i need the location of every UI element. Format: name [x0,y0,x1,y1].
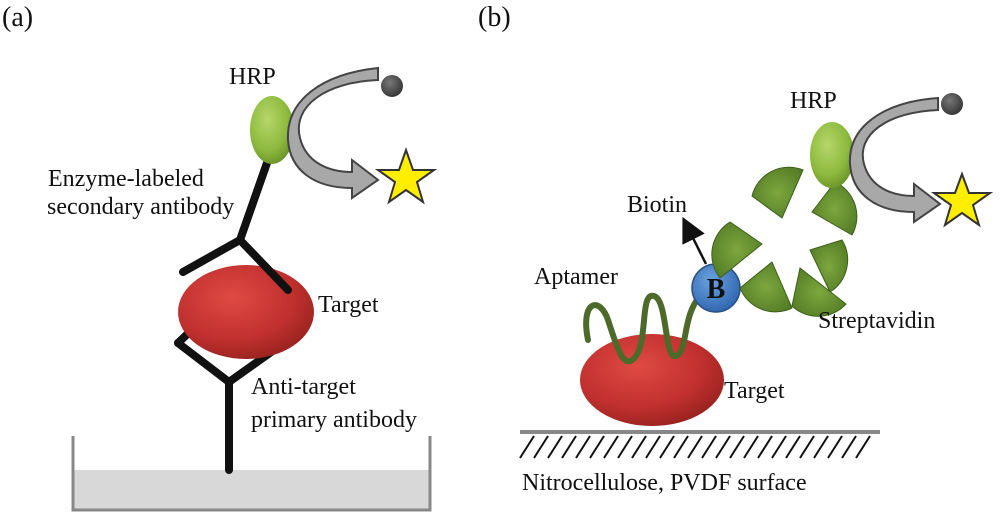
streptavidin-label: Streptavidin [818,308,935,334]
primary-antibody-label-line1: Anti-target [251,374,356,400]
hatch-mark [757,435,773,459]
streptavidin-subunit-top-right [811,181,858,236]
hatch-mark [855,435,871,459]
product-star-a [374,146,438,205]
panel-b-label: (b) [478,2,511,33]
streptavidin-tetramer [711,166,858,317]
hatch-mark [603,435,619,459]
biotin-pointer-arrow [682,216,708,265]
microplate-well [71,436,432,512]
hatch-mark [561,435,577,459]
hatch-mark [785,435,801,459]
well-fill [73,470,430,510]
hatch-mark [771,435,787,459]
target-ellipse-a [178,265,314,359]
streptavidin-subunit-top-left [751,166,804,219]
hatch-mark [519,435,535,459]
hatch-mark [631,435,647,459]
hatch-mark [743,435,759,459]
hatch-mark [617,435,633,459]
hrp-enzyme-a [250,96,294,164]
hatch-mark [827,435,843,459]
secondary-antibody-stem [236,156,272,244]
surface-label: Nitrocellulose, PVDF surface [522,470,807,496]
target-ellipse-b [580,334,724,426]
biotin-label: Biotin [627,192,687,218]
biotin-symbol: B [707,274,726,305]
hatch-mark [687,435,703,459]
target-label-b: Target [724,378,785,404]
membrane-surface [519,430,880,459]
target-label-a: Target [318,292,379,318]
panel-b: (b) B HRP Bi [478,2,994,496]
hatch-mark [841,435,857,459]
surface-hatching [519,435,871,459]
primary-antibody-label-line2: primary antibody [251,407,417,433]
streptavidin-subunit-bottom-left [739,261,793,313]
conversion-arrow-b [848,96,942,224]
hatch-mark [799,435,815,459]
streptavidin-subunit-right [809,239,849,293]
streptavidin-subunit-left [711,221,763,279]
hrp-label-a: HRP [229,64,276,90]
primary-antibody-left-arm [174,339,233,386]
hatch-mark [715,435,731,459]
secondary-antibody-right-arm [236,236,292,294]
panel-a: (a) HRP Enzyme-labeled [2,2,438,512]
streptavidin-subunit-bottom-right [791,267,847,317]
secondary-antibody-label-line1: Enzyme-labeled [48,166,204,192]
hatch-mark [547,435,563,459]
secondary-antibody [179,156,292,294]
hatch-mark [701,435,717,459]
hatch-mark [533,435,549,459]
hatch-mark [729,435,745,459]
hatch-mark [813,435,829,459]
substrate-dot-b [941,93,963,115]
conversion-arrow-a [286,66,380,200]
aptamer-label: Aptamer [534,264,618,290]
product-star-b [930,171,994,228]
hrp-label-b: HRP [790,88,837,114]
hatch-mark [589,435,605,459]
hatch-mark [673,435,689,459]
substrate-dot-a [381,75,403,97]
secondary-antibody-left-arm [179,236,244,276]
panel-a-label: (a) [2,2,33,33]
hatch-mark [645,435,661,459]
aptamer-strand [583,292,703,365]
hatch-mark [575,435,591,459]
hatch-mark [659,435,675,459]
secondary-antibody-label-line2: secondary antibody [47,194,234,220]
hrp-enzyme-b [810,122,854,188]
well-wall [71,436,432,512]
